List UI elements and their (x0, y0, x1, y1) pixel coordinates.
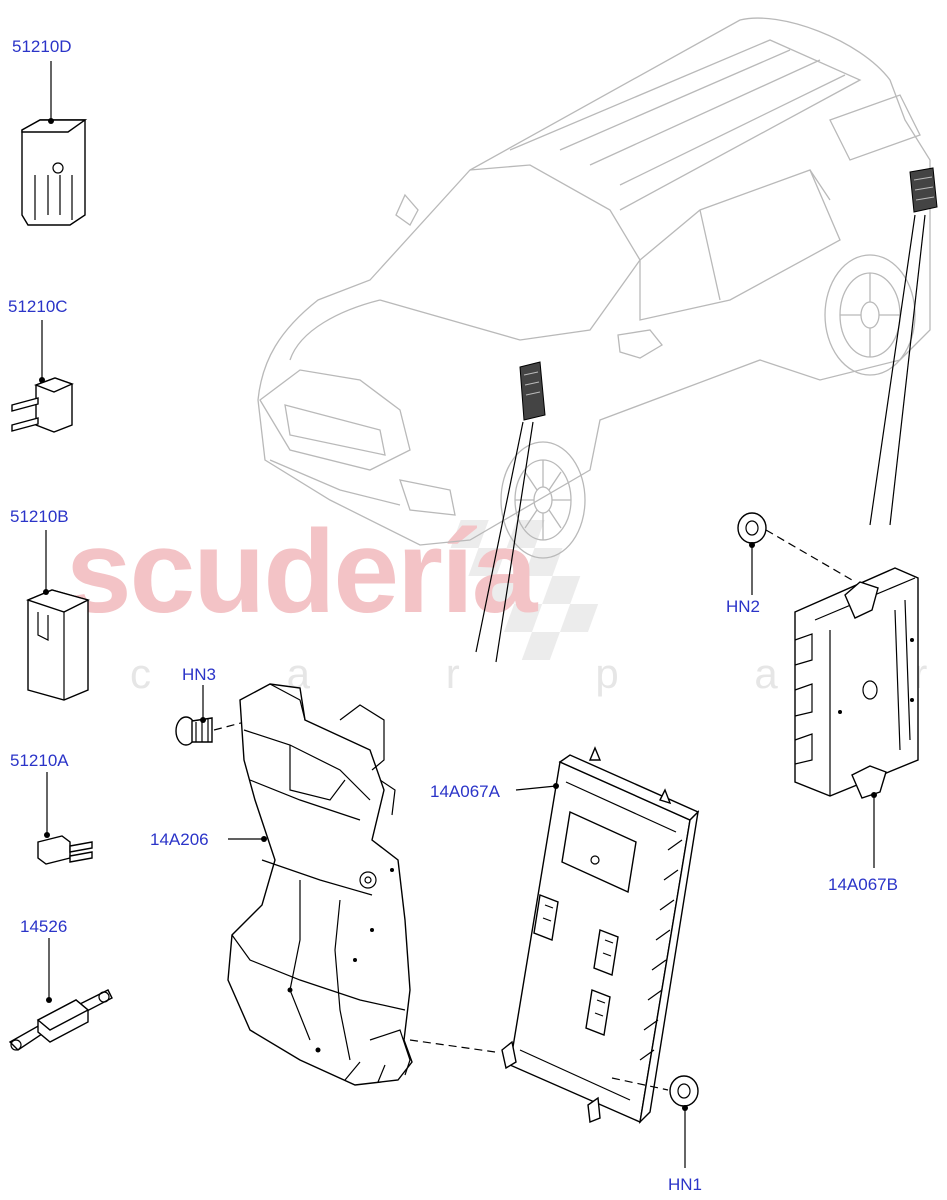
fuse-51210B (26, 589, 90, 701)
label-51210C: 51210C (8, 297, 68, 316)
label-51210A: 51210A (10, 751, 69, 770)
fuse-51210A (37, 835, 93, 865)
leader-14A067B (871, 792, 877, 868)
leader-51210A (44, 772, 50, 838)
leader-HN1 (682, 1105, 688, 1168)
pointer-lines (475, 214, 926, 663)
fuse-51210C (11, 377, 74, 433)
screw-HN3 (175, 716, 213, 746)
leader-14A206 (228, 836, 496, 1053)
leader-HN2 (749, 542, 755, 595)
label-HN2: HN2 (726, 597, 760, 616)
fuse-14526 (8, 989, 113, 1051)
nut-HN2 (737, 512, 853, 581)
label-14A067A: 14A067A (430, 782, 501, 801)
label-14526: 14526 (20, 917, 67, 936)
fuse-51210D (21, 119, 88, 226)
vehicle-outline (257, 17, 931, 559)
label-51210D: 51210D (12, 37, 72, 56)
module-14A067B (794, 567, 919, 799)
label-51210B: 51210B (10, 507, 69, 526)
bracket-14A206 (227, 683, 413, 1086)
label-HN1: HN1 (668, 1175, 702, 1194)
leader-51210C (39, 320, 45, 383)
module-14A067A (501, 746, 700, 1125)
car-module-rear (909, 167, 938, 213)
label-HN3: HN3 (182, 665, 216, 684)
car-module-front (519, 361, 546, 421)
leader-14A067A (515, 783, 559, 791)
label-14A206: 14A206 (150, 830, 209, 849)
label-14A067B: 14A067B (828, 875, 898, 894)
checker-flag (450, 520, 599, 660)
leader-51210B (43, 530, 49, 595)
leader-14526 (46, 938, 52, 1003)
watermark-brand: scudería (66, 506, 539, 638)
leader-51210D (48, 61, 54, 124)
